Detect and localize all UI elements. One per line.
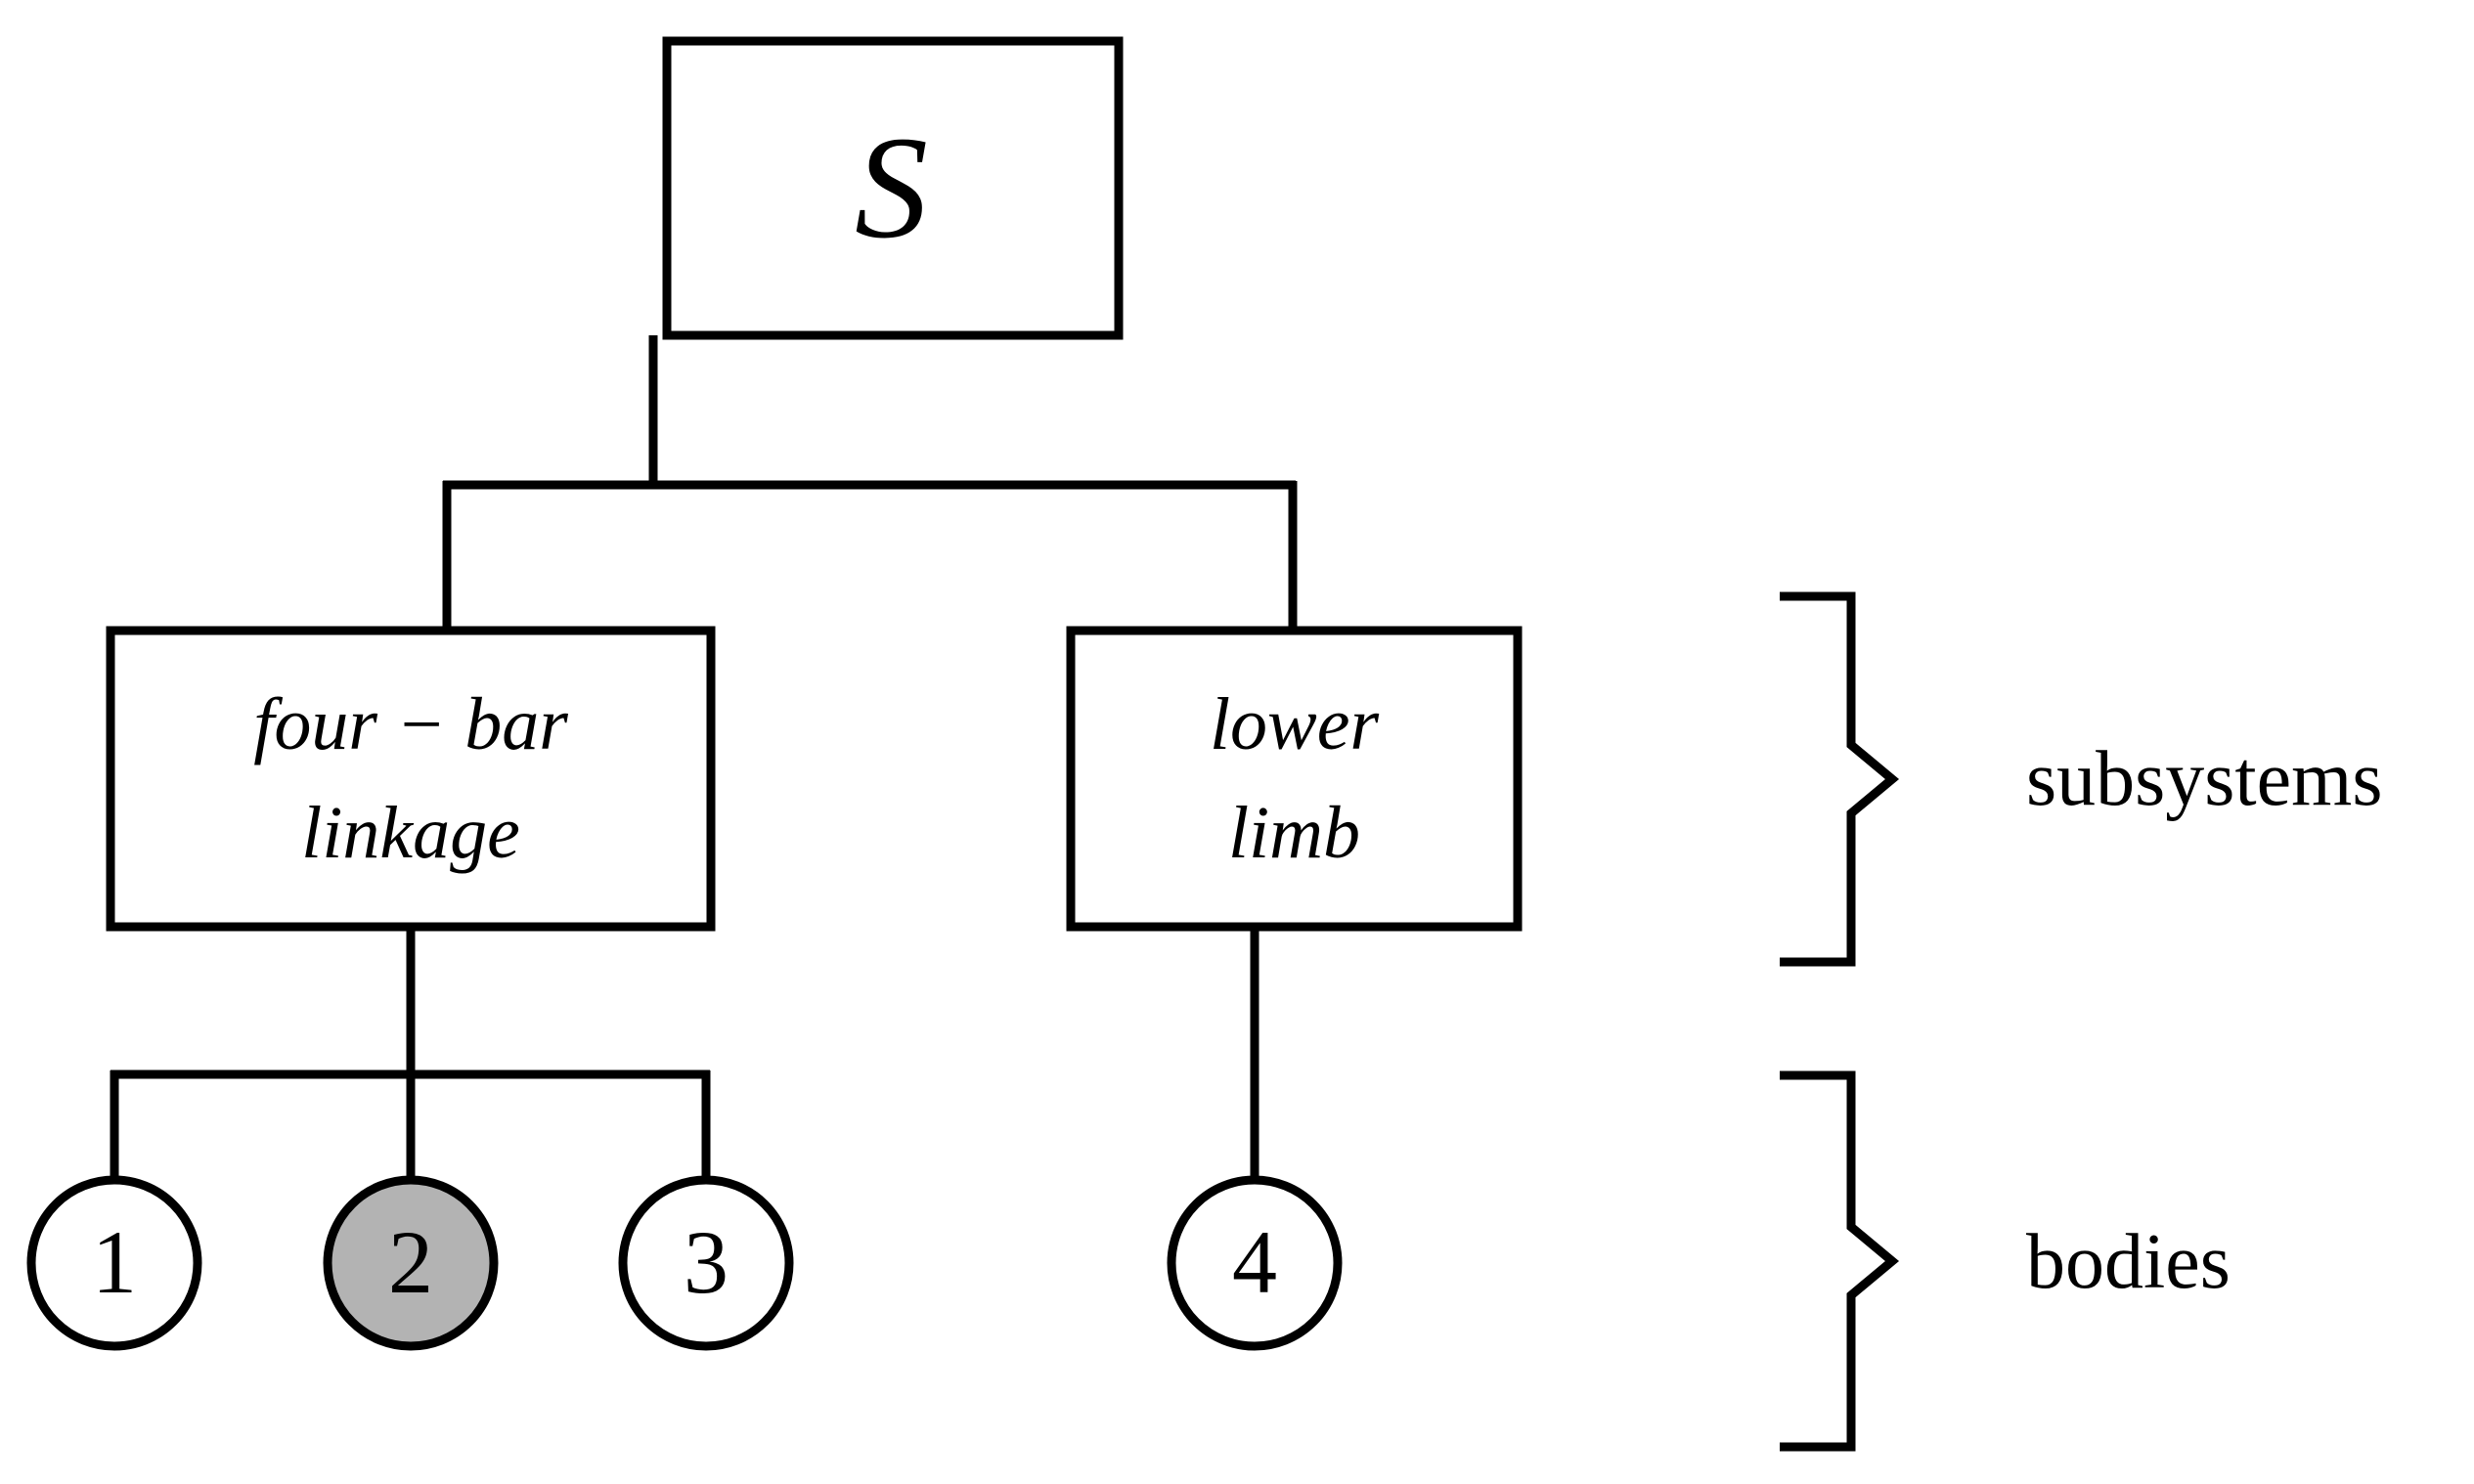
brace-subsystems-shape [1780,591,1900,967]
node-circle-body-1[interactable] [26,1175,202,1351]
node-circle-body-3[interactable] [618,1175,794,1351]
node-box-root[interactable] [662,36,1124,340]
node-circle-body-4[interactable] [1167,1175,1343,1351]
node-circle-body-2[interactable] [323,1175,499,1351]
node-box-lower-limb[interactable] [1066,626,1523,932]
node-box-four-bar-linkage[interactable] [106,626,716,932]
brace-bodies-shape [1780,1070,1900,1452]
edge-group [110,335,1298,1181]
